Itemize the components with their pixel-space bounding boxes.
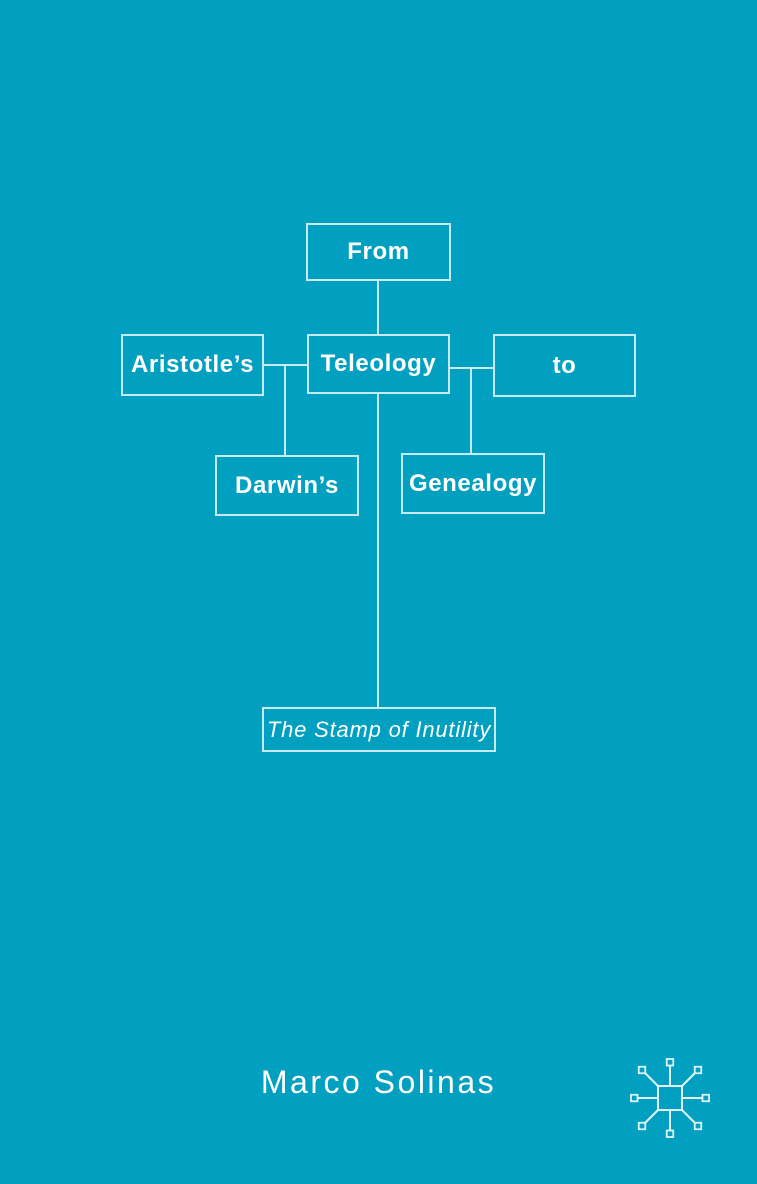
connector-teleology-to-subtitle <box>377 394 379 707</box>
subtitle-text: The Stamp of Inutility <box>266 716 492 742</box>
author-name: Marco Solinas <box>260 1064 497 1100</box>
title-word-genealogy: Genealogy <box>408 469 538 497</box>
title-box-genealogy: Genealogy <box>401 453 545 514</box>
title-box-from: From <box>306 223 451 281</box>
title-word-darwins: Darwin’s <box>235 471 339 499</box>
title-word-from: From <box>347 238 410 265</box>
network-nodes-logo-icon <box>628 1056 712 1140</box>
title-word-aristotles: Aristotle’s <box>130 351 255 378</box>
subtitle-box: The Stamp of Inutility <box>262 707 496 752</box>
connector-from-to-teleology <box>377 281 379 334</box>
title-box-aristotles: Aristotle’s <box>121 334 264 396</box>
title-box-to: to <box>493 334 636 397</box>
title-box-darwins: Darwin’s <box>215 455 359 516</box>
title-word-to: to <box>552 351 577 379</box>
title-box-teleology: Teleology <box>307 334 450 394</box>
title-word-teleology: Teleology <box>320 350 437 377</box>
connector-down-to-darwins <box>284 365 286 455</box>
connector-down-to-genealogy <box>470 368 472 453</box>
